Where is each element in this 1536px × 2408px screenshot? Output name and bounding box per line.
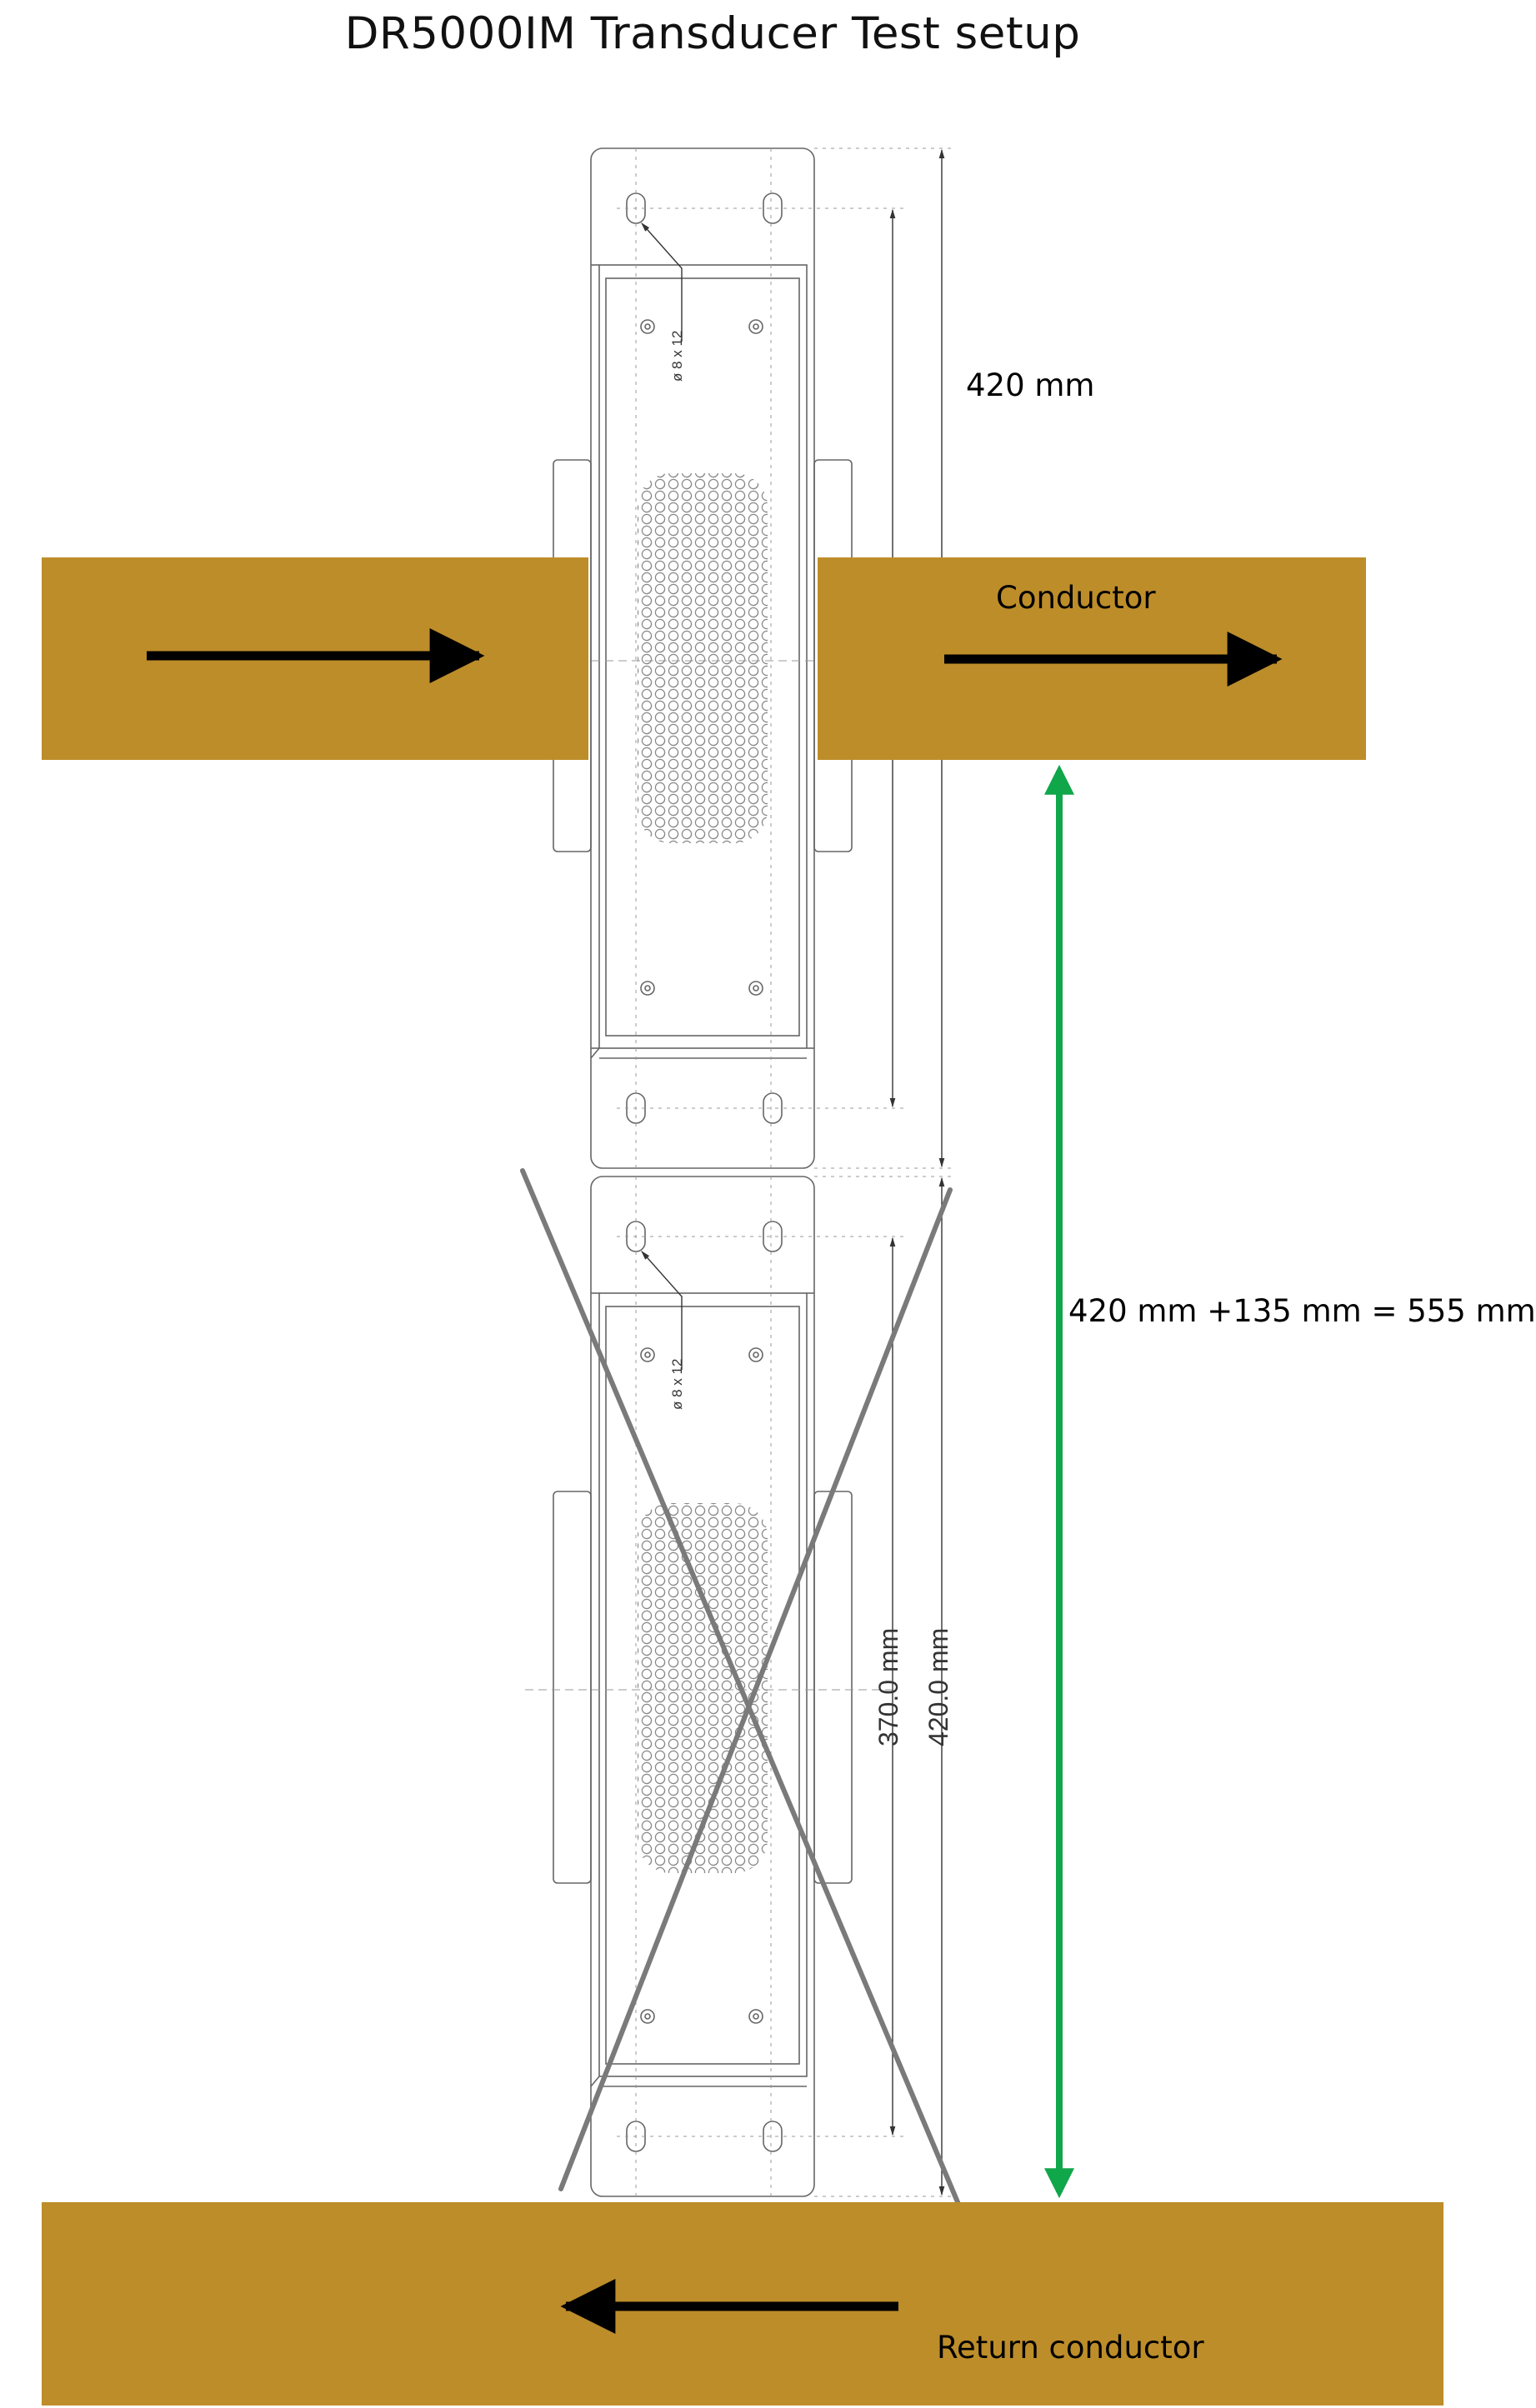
setup-drawing [42,147,1443,2406]
spacing-label: 420 mm +135 mm = 555 mm [1068,1293,1536,1329]
cross-out-mark [520,1168,963,2211]
dimension-370-label: 370.0 mm [873,1627,903,1746]
bottom-dimension-lines [889,1177,945,2196]
hole-spec-label-top: ø 8 x 12 [669,330,685,382]
top-dimension-label: 420 mm [966,367,1095,403]
page-title: DR5000IM Transducer Test setup [344,8,1081,59]
test-setup-diagram: DR5000IM Transducer Test setup [42,8,1536,2406]
dimension-420-label: 420.0 mm [923,1627,953,1746]
hole-spec-label-bottom: ø 8 x 12 [669,1358,685,1410]
transducer-top [525,147,954,1169]
return-conductor-label: Return conductor [937,2330,1204,2366]
conductor-label: Conductor [996,580,1156,616]
transducer-bottom [525,1176,954,2197]
